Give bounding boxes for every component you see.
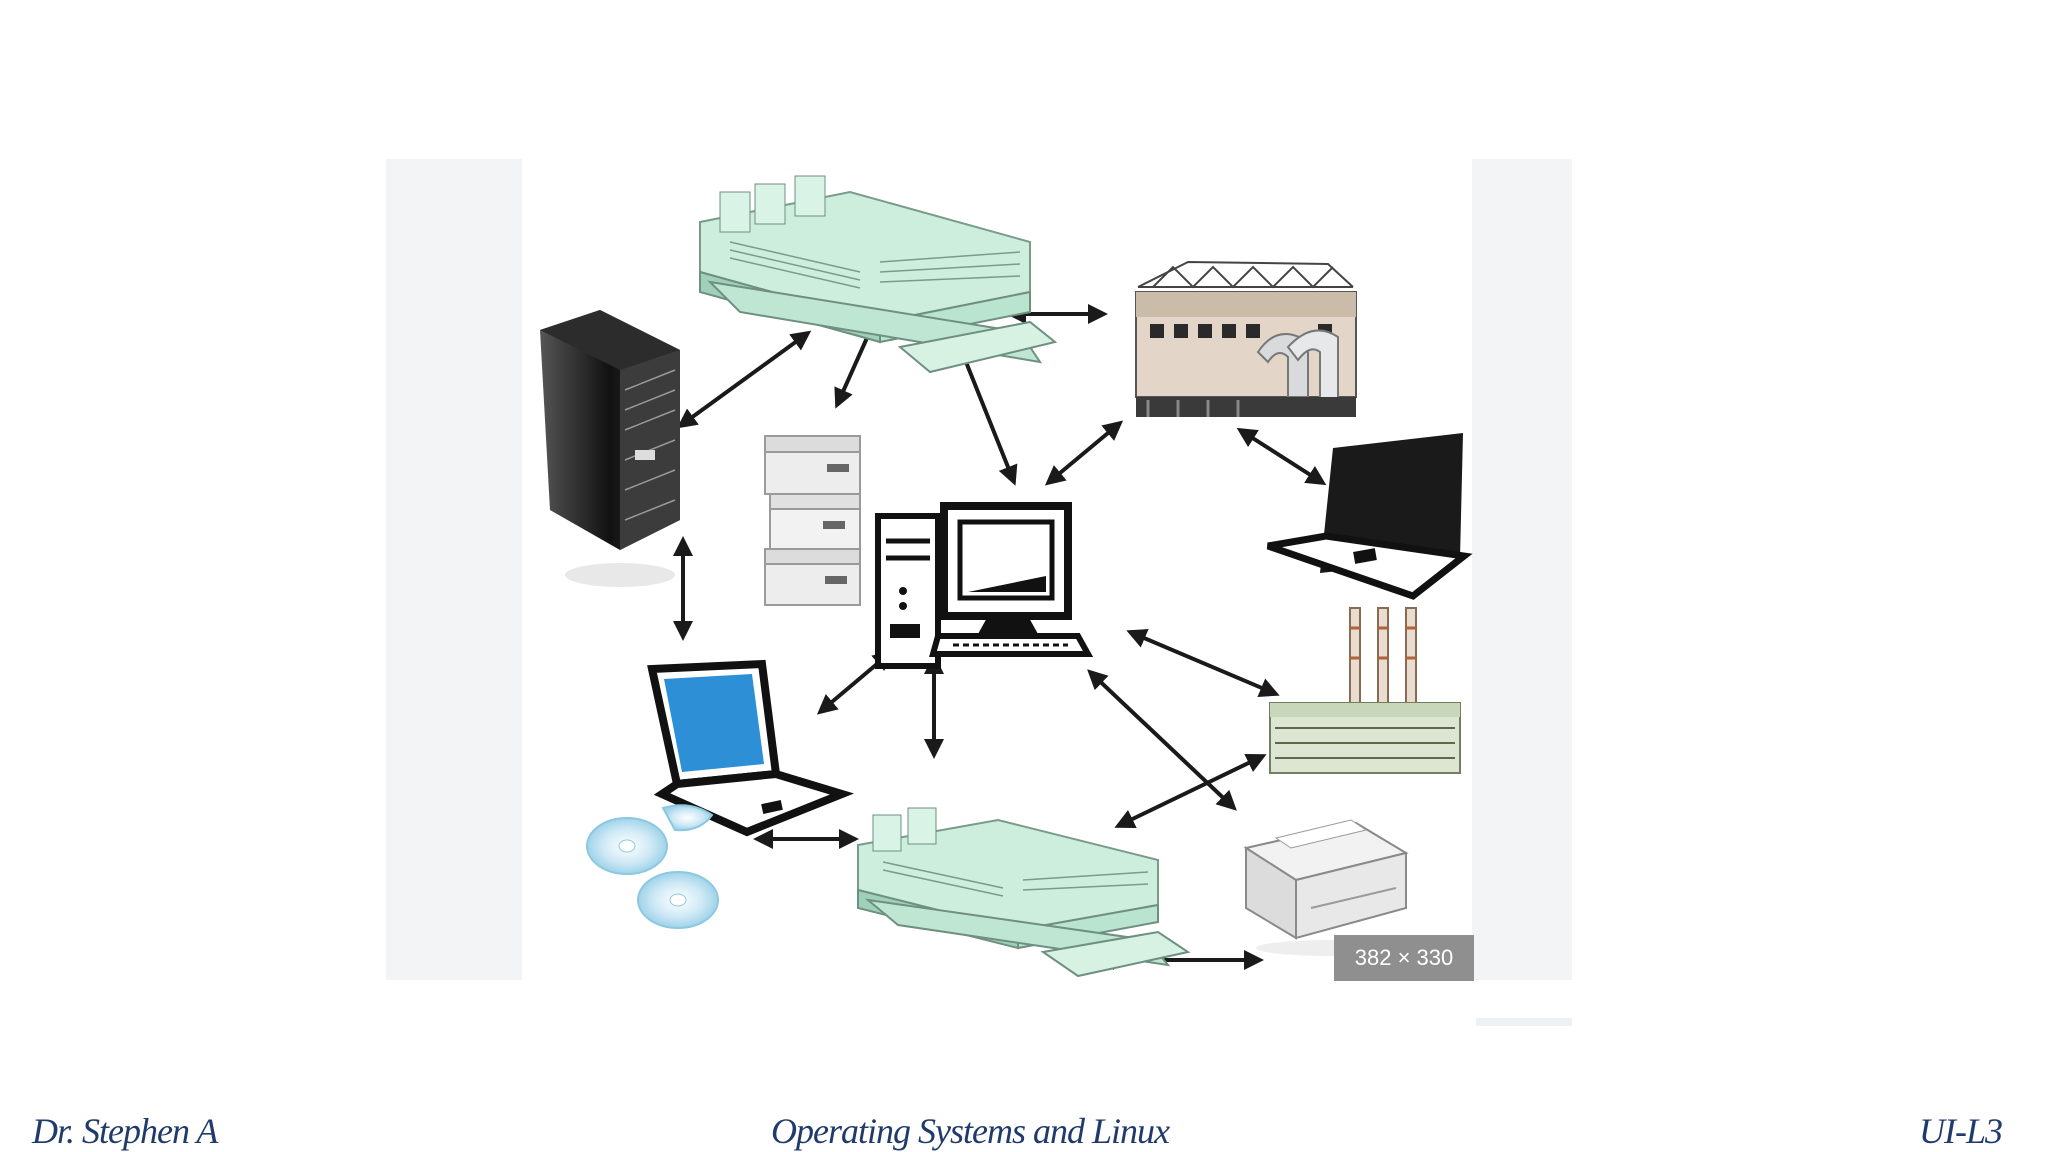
arrow bbox=[1044, 420, 1124, 486]
arrow bbox=[1236, 427, 1327, 486]
footer-slide-code: UI-L3 bbox=[1919, 1111, 2003, 1151]
arrow bbox=[1087, 669, 1237, 811]
image-edge bbox=[1476, 1018, 1572, 1026]
office-building-icon bbox=[699, 175, 1058, 374]
printer-icon bbox=[1243, 819, 1409, 956]
image-dimensions-badge: 382 × 330 bbox=[1334, 935, 1474, 981]
desktop-computer-icon bbox=[875, 502, 1094, 669]
factory-icon bbox=[1135, 260, 1357, 417]
server-tower-icon bbox=[540, 310, 680, 587]
office-building-icon bbox=[857, 807, 1191, 978]
laptop-icon bbox=[647, 659, 855, 837]
arrow bbox=[676, 330, 812, 429]
power-plant-icon bbox=[1269, 607, 1461, 774]
cd-icon bbox=[586, 804, 719, 929]
footer-author: Dr. Stephen A bbox=[32, 1111, 218, 1151]
file-boxes-icon bbox=[764, 435, 861, 606]
footer-course-title: Operating Systems and Linux bbox=[771, 1111, 1170, 1151]
arrow bbox=[1126, 629, 1280, 697]
laptop-icon bbox=[1266, 433, 1473, 600]
arrow bbox=[1114, 753, 1267, 829]
